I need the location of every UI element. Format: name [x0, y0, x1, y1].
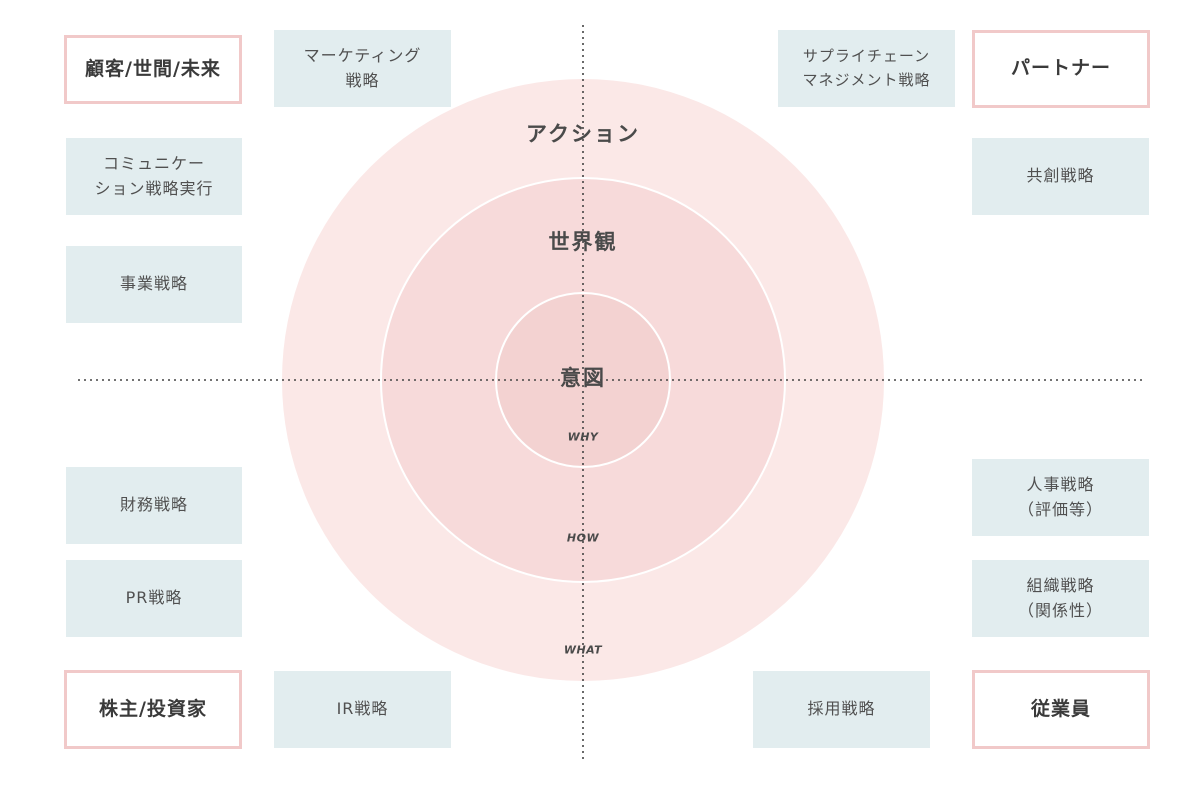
stakeholder-partners: パートナー [972, 30, 1150, 108]
worldview-label: 世界観 [548, 230, 618, 254]
marketing-strategy: マーケティング 戦略 [274, 30, 451, 107]
stakeholder-customers: 顧客/世間/未来 [64, 35, 242, 104]
cocreation-strategy: 共創戦略 [972, 138, 1149, 215]
stakeholder-shareholders: 株主/投資家 [64, 670, 242, 749]
intention-label: 意図 [560, 366, 606, 390]
pr-strategy: PR戦略 [66, 560, 242, 637]
what-label: WHAT [563, 643, 603, 657]
recruitment-strategy: 採用戦略 [753, 671, 930, 748]
organization-strategy: 組織戦略 （関係性） [972, 560, 1149, 637]
action-label: アクション [526, 122, 640, 146]
finance-strategy: 財務戦略 [66, 467, 242, 544]
communication-strategy: コミュニケー ション戦略実行 [66, 138, 242, 215]
hr-strategy: 人事戦略 （評価等） [972, 459, 1149, 536]
stakeholder-employees: 従業員 [972, 670, 1150, 749]
how-label: HOW [566, 531, 600, 545]
business-strategy: 事業戦略 [66, 246, 242, 323]
supply-chain-strategy: サプライチェーン マネジメント戦略 [778, 30, 955, 107]
ir-strategy: IR戦略 [274, 671, 451, 748]
why-label: WHY [567, 430, 599, 444]
